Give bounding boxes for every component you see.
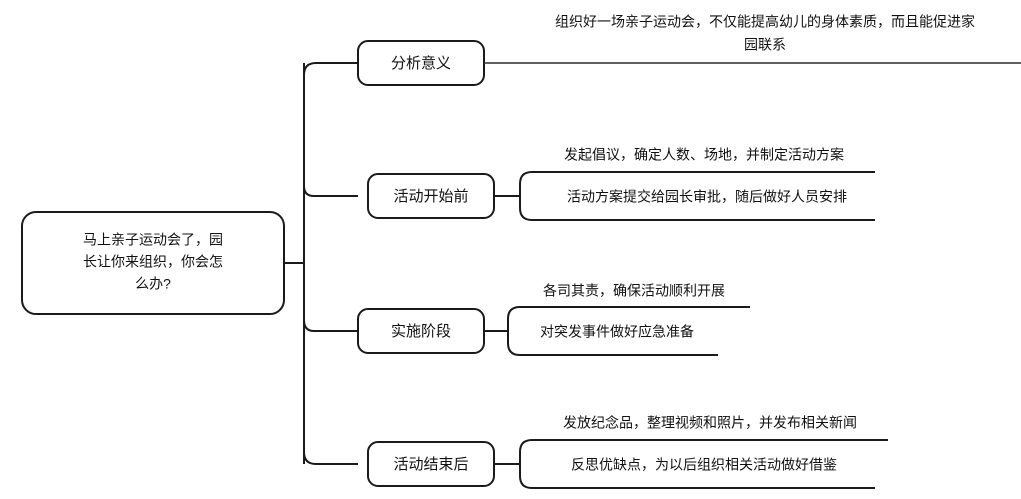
- root-node-label-line-1: 马上亲子运动会了，园: [83, 232, 223, 248]
- leaf-1-1-label-line-2: 园联系: [744, 37, 786, 53]
- trunk-connectors: [284, 62, 358, 465]
- leaf-3-2-label: 对突发事件做好应急准备: [540, 324, 694, 340]
- leaf-4-2-label: 反思优缺点，为以后组织相关活动做好借鉴: [571, 457, 837, 473]
- branch-node-2[interactable]: 活动开始前: [367, 173, 495, 219]
- branch-3-leaf-group: 各司其责，确保活动顺利开展 对突发事件做好应急准备: [484, 283, 750, 356]
- leaf-bracket-3: [507, 306, 750, 356]
- branch-node-1[interactable]: 分析意义: [357, 40, 485, 86]
- branch-connector-2: [303, 185, 358, 197]
- branch-node-3[interactable]: 实施阶段: [357, 308, 485, 354]
- branch-node-4-label: 活动结束后: [393, 456, 468, 473]
- leaf-bracket-2: [519, 171, 875, 221]
- branch-2-leaf-group: 发起倡议，确定人数、场地，并制定活动方案 活动方案提交给园长审批，随后做好人员安…: [494, 147, 875, 221]
- branch-node-3-label: 实施阶段: [391, 323, 451, 340]
- root-node[interactable]: 马上亲子运动会了，园 长让你来组织，你会怎 么办?: [21, 211, 285, 315]
- leaf-bracket-4: [519, 439, 888, 489]
- leaf-3-1-label: 各司其责，确保活动顺利开展: [543, 283, 725, 299]
- branch-connector-3: [303, 319, 358, 332]
- branch-node-4[interactable]: 活动结束后: [367, 441, 495, 487]
- branch-node-1-label: 分析意义: [391, 54, 451, 72]
- branch-connector-1: [303, 62, 358, 76]
- root-node-label-line-2: 长让你来组织，你会怎: [83, 254, 223, 270]
- leaf-4-1-label: 发放纪念品，整理视频和照片，并发布相关新闻: [563, 415, 857, 431]
- leaf-2-2-label: 活动方案提交给园长审批，随后做好人员安排: [567, 189, 847, 205]
- leaf-1-1-label-line-1: 组织好一场亲子运动会，不仅能提高幼儿的身体素质，而且能促进家: [555, 14, 975, 30]
- leaf-2-1-label: 发起倡议，确定人数、场地，并制定活动方案: [564, 147, 844, 163]
- root-node-label-line-3: 么办?: [135, 276, 171, 292]
- branch-1-leaf-group: 组织好一场亲子运动会，不仅能提高幼儿的身体素质，而且能促进家 园联系: [484, 14, 1021, 64]
- branch-node-2-label: 活动开始前: [393, 188, 468, 205]
- branch-4-leaf-group: 发放纪念品，整理视频和照片，并发布相关新闻 反思优缺点，为以后组织相关活动做好借…: [494, 415, 888, 489]
- branch-connector-4: [303, 451, 358, 465]
